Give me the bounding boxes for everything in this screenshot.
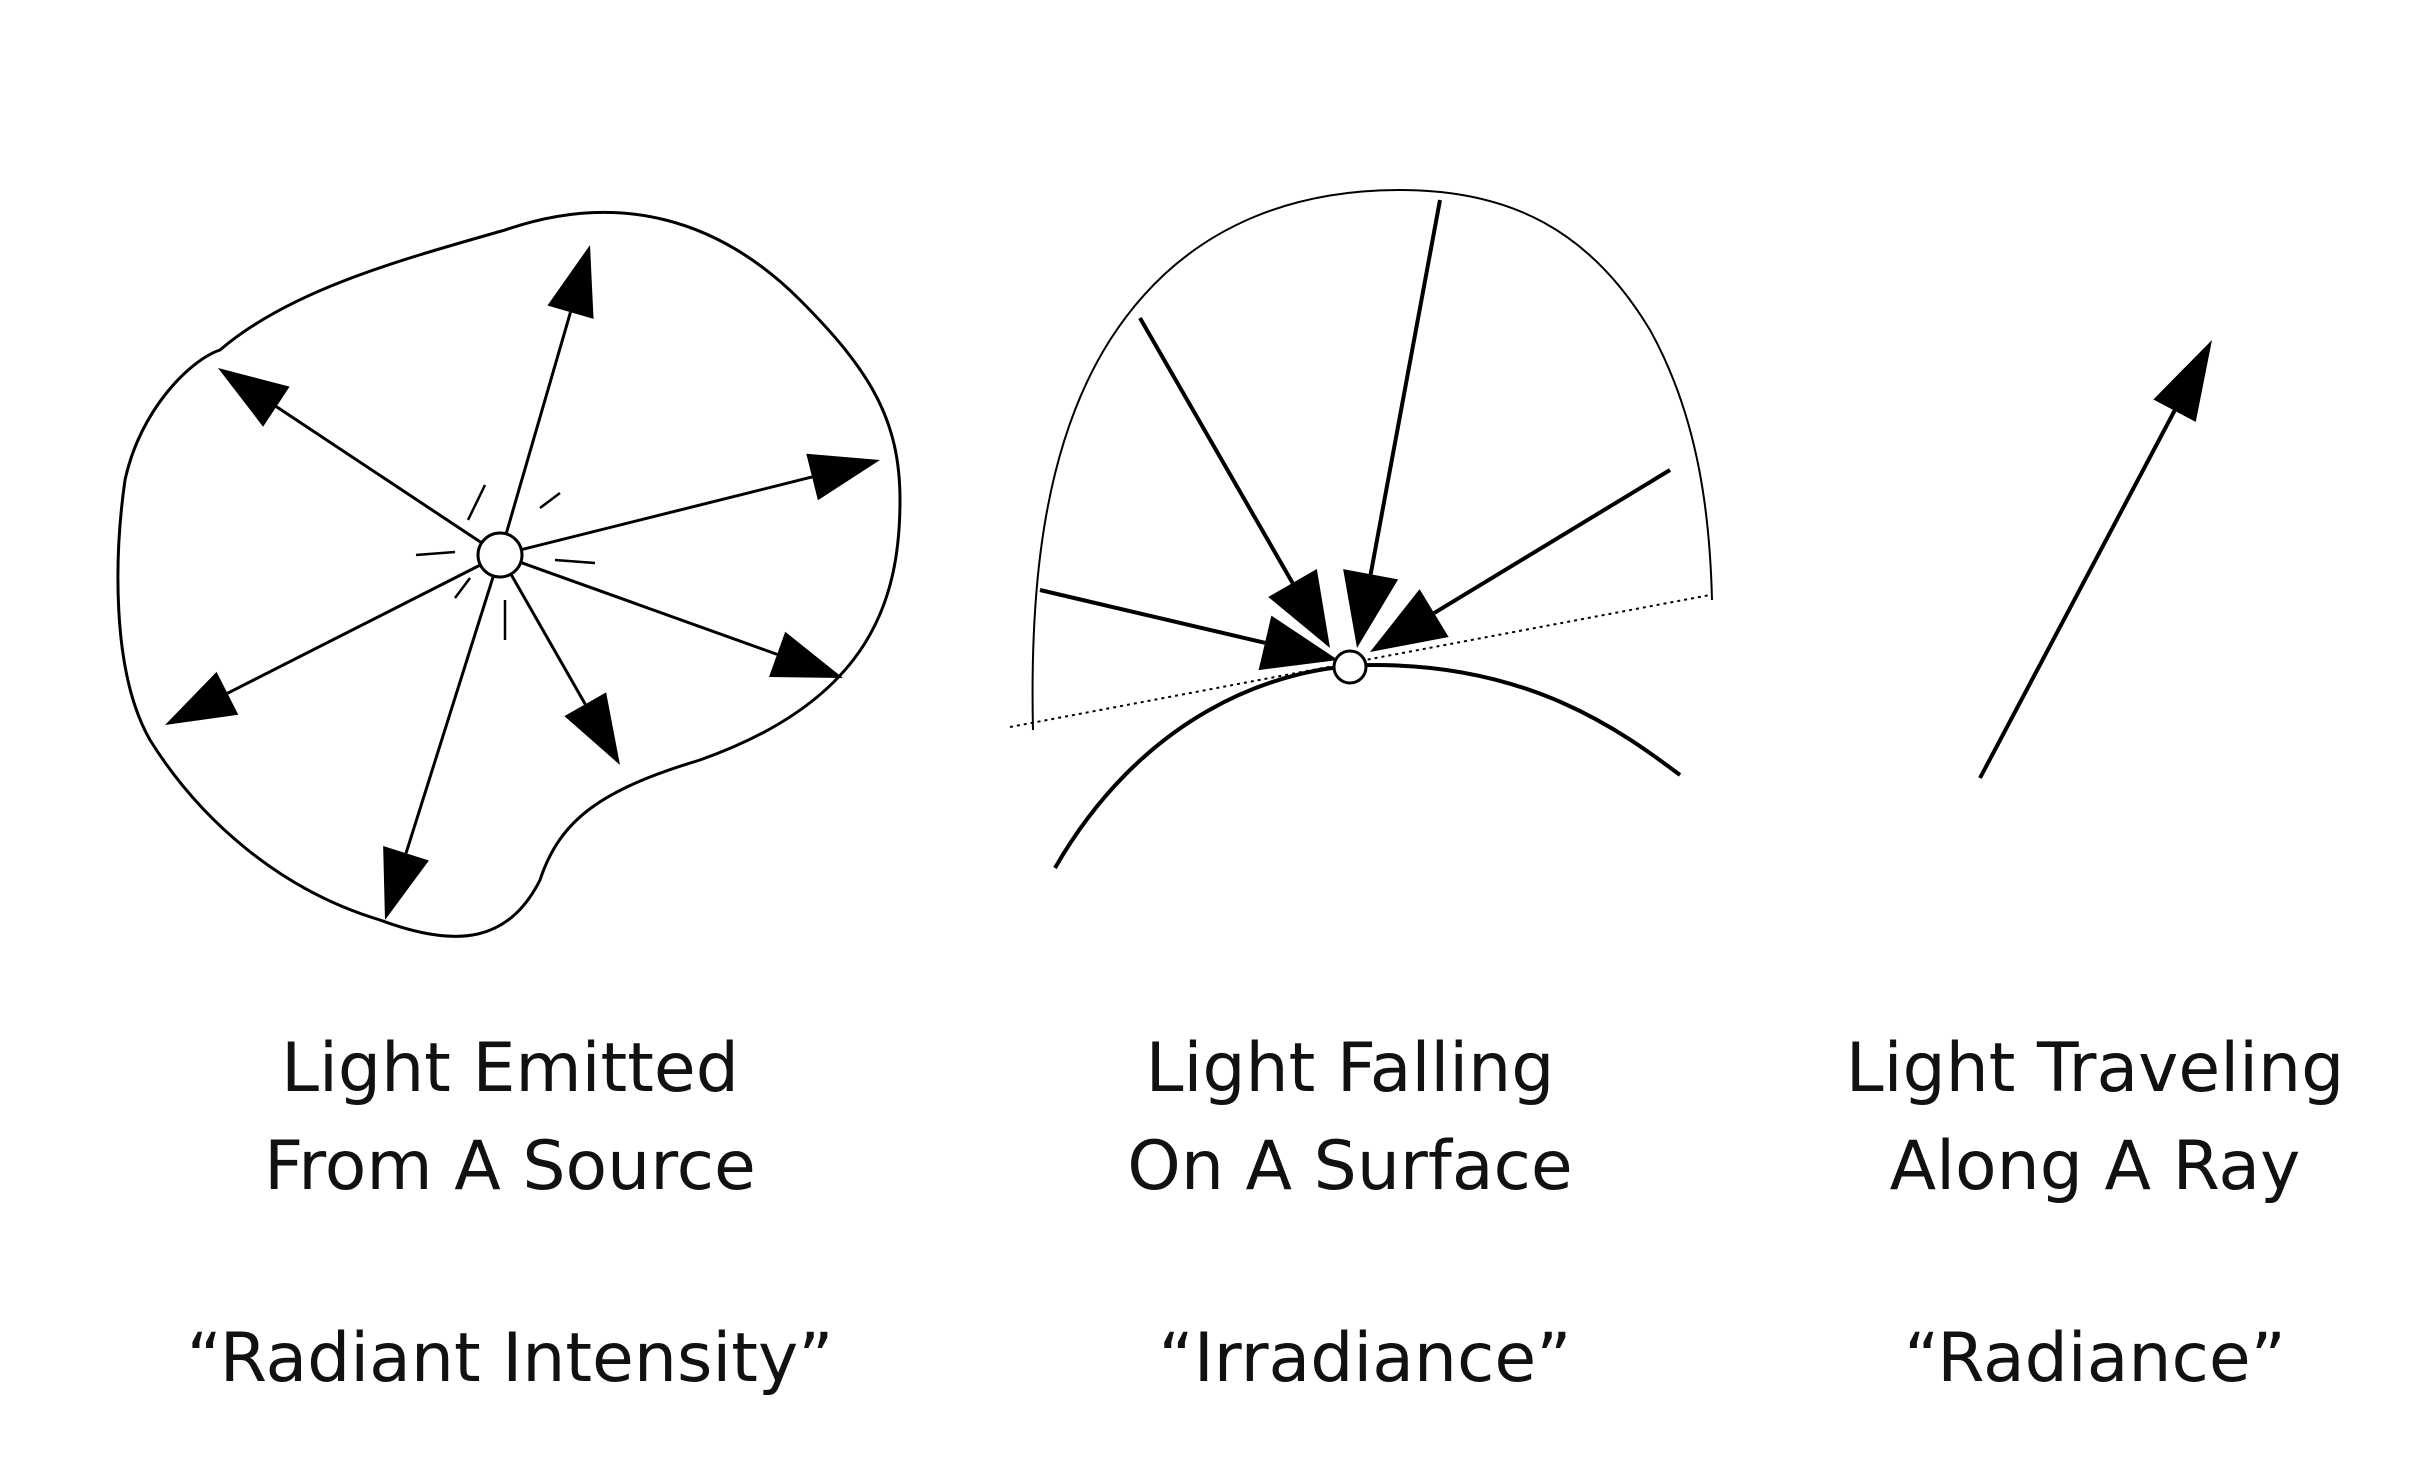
panel-source-diagram xyxy=(116,210,902,938)
source-ray-right xyxy=(499,453,880,557)
source-ray-down xyxy=(383,554,502,920)
caption-ray-line2: Along A Ray xyxy=(1889,1127,2301,1206)
source-glow-ticks xyxy=(415,484,596,640)
caption-ray: Light Traveling Along A Ray xyxy=(1846,1020,2345,1216)
caption-surface: Light Falling On A Surface xyxy=(1127,1020,1572,1216)
source-ray-upper-left xyxy=(218,368,501,557)
panel-ray-diagram xyxy=(1978,340,2212,779)
panel-surface-diagram xyxy=(1009,188,1713,869)
incoming-rays xyxy=(1039,199,1672,671)
hemisphere-outline xyxy=(1031,188,1713,731)
caption-surface-line1: Light Falling xyxy=(1145,1029,1555,1108)
term-ray: “Radiance” xyxy=(1904,1319,2286,1398)
term-source: “Radiant Intensity” xyxy=(186,1319,834,1398)
source-ray-left xyxy=(165,553,501,725)
single-ray-arrow xyxy=(1978,340,2212,779)
caption-ray-line1: Light Traveling xyxy=(1845,1029,2345,1108)
surface-curve xyxy=(1053,662,1682,869)
incoming-ray-4 xyxy=(1370,468,1672,652)
term-surface: “Irradiance” xyxy=(1158,1319,1572,1398)
source-region-outline xyxy=(116,210,902,938)
source-ray-up xyxy=(498,245,594,556)
incoming-ray-3 xyxy=(1343,199,1442,648)
surface-point xyxy=(1332,649,1368,685)
source-rays xyxy=(165,245,880,920)
caption-source-line2: From A Source xyxy=(264,1127,756,1206)
caption-source: Light Emitted From A Source xyxy=(264,1020,756,1216)
incoming-ray-2 xyxy=(1138,317,1330,648)
caption-source-line1: Light Emitted xyxy=(281,1029,739,1108)
source-point xyxy=(476,531,524,579)
caption-surface-line2: On A Surface xyxy=(1127,1127,1573,1206)
source-ray-down-right xyxy=(498,554,620,765)
single-ray xyxy=(1978,340,2212,779)
incoming-ray-1 xyxy=(1039,588,1338,671)
source-ray-lower-right xyxy=(499,553,843,678)
